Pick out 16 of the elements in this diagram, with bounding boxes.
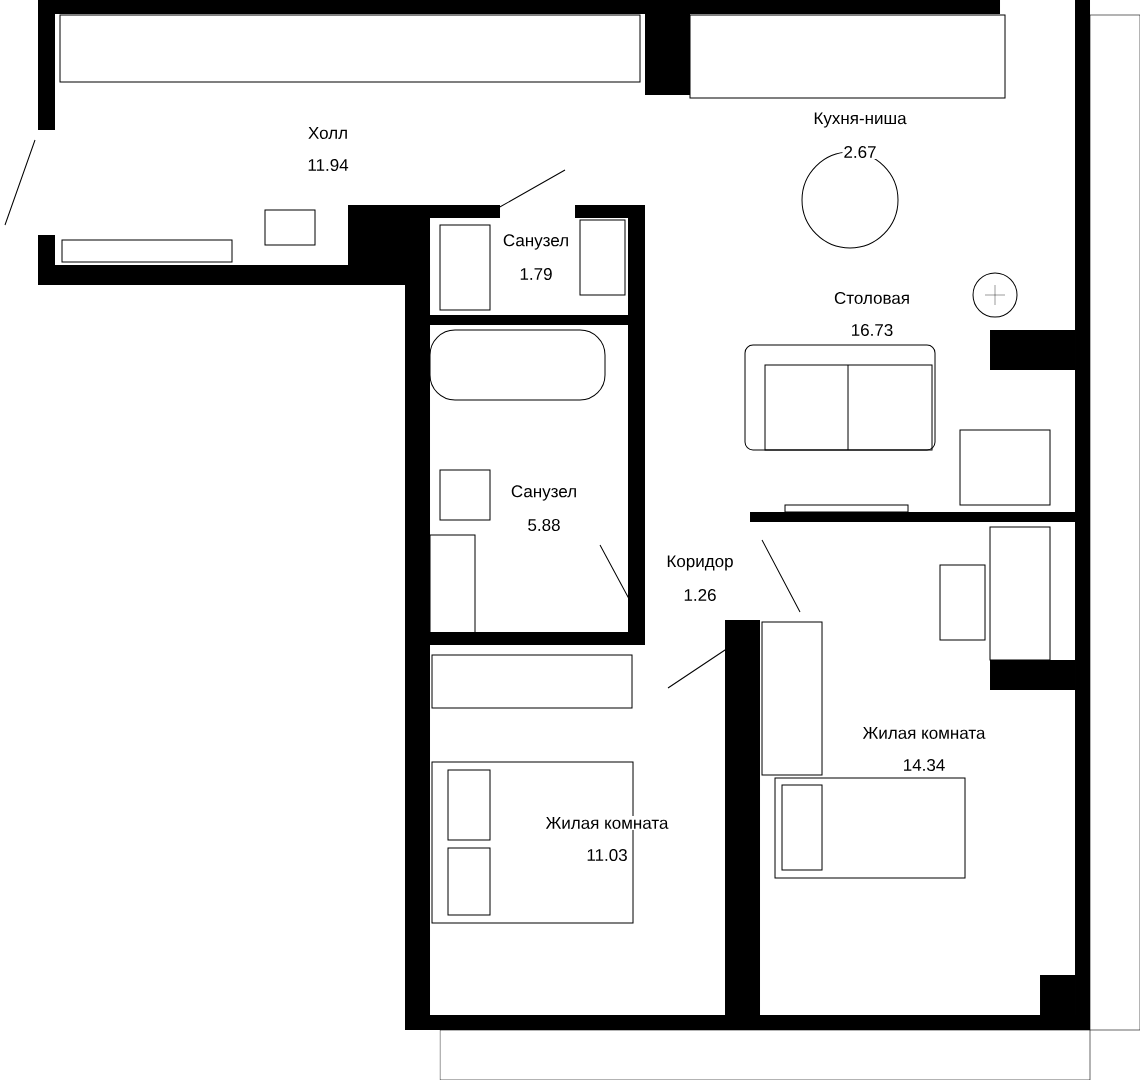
- room-area: 2.67: [842, 145, 878, 159]
- room-name: Кухня-ниша: [812, 111, 908, 129]
- room-area: 11.03: [585, 848, 629, 863]
- room-area: 5.88: [526, 518, 562, 533]
- room-area: 16.73: [849, 323, 895, 338]
- room-name: Жилая комната: [861, 726, 987, 740]
- room-name: Жилая комната: [544, 816, 670, 830]
- room-area: 1.79: [518, 267, 554, 282]
- room-area: 1.26: [682, 588, 718, 603]
- room-name: Столовая: [833, 291, 911, 305]
- room-name: Санузел: [509, 484, 579, 502]
- room-area: 14.34: [901, 758, 947, 773]
- room-name: Коридор: [665, 554, 735, 572]
- room-area: 11.94: [306, 158, 350, 172]
- room-name: Холл: [306, 126, 350, 140]
- room-name: Санузел: [501, 233, 571, 251]
